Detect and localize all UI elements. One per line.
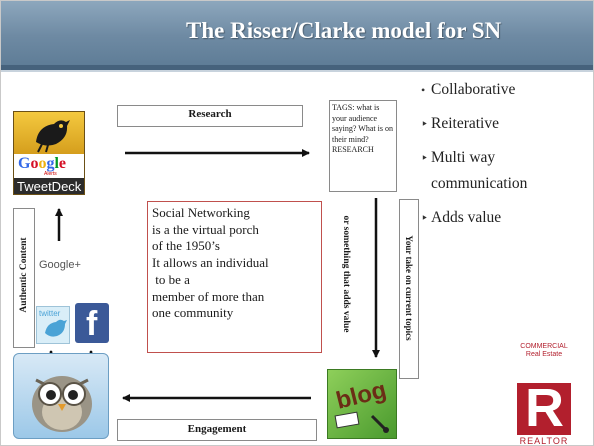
bullet-item: ‣Reiterative bbox=[421, 115, 499, 132]
research-box bbox=[117, 105, 303, 127]
google-logo-text: Google bbox=[18, 155, 67, 172]
blog-icon: blog bbox=[327, 369, 397, 439]
title-bar bbox=[1, 1, 593, 65]
slide-title: The Risser/Clarke model for SN bbox=[186, 18, 502, 43]
facebook-icon: f bbox=[75, 303, 109, 343]
research-label: Research bbox=[188, 108, 232, 120]
tweetdeck-text: TweetDeck bbox=[17, 179, 82, 194]
bullet-item: ‣Multi way bbox=[421, 149, 496, 166]
current-topics-box bbox=[399, 199, 419, 379]
engagement-box bbox=[117, 419, 317, 441]
realtor-text: REALTOR bbox=[519, 436, 569, 446]
tweetdeck-bird-icon bbox=[14, 112, 84, 154]
bullet-item: •Collaborative bbox=[421, 81, 516, 98]
commercial-text: COMMERCIAL bbox=[520, 343, 568, 350]
bullet-item: ‣Adds value bbox=[421, 209, 502, 226]
title-divider bbox=[1, 65, 593, 70]
adds-value-vertical-label: or something that adds value bbox=[341, 215, 351, 333]
twitter-bird-icon: twitter bbox=[36, 306, 70, 344]
engagement-label: Engagement bbox=[187, 423, 247, 435]
real-estate-text: Real Estate bbox=[525, 351, 563, 358]
tags-box bbox=[329, 100, 397, 192]
authentic-content-label: Authentic Content bbox=[19, 237, 29, 313]
current-topics-label: Your take on current topics bbox=[404, 235, 414, 341]
google-plus-icon: Google+ bbox=[39, 259, 81, 271]
tweetdeck-logo: Google Alerts TweetDeck bbox=[13, 111, 85, 195]
title-divider-light bbox=[1, 70, 593, 72]
realtor-r-icon bbox=[517, 383, 571, 435]
google-alerts-text: Alerts bbox=[44, 171, 57, 177]
social-networking-box bbox=[147, 201, 322, 353]
twitter-text: twitter bbox=[39, 309, 61, 318]
realtor-r-letter: R bbox=[525, 378, 564, 438]
authentic-content-box bbox=[13, 208, 35, 348]
hootsuite-owl-icon bbox=[13, 353, 109, 439]
social-networking-text: Social Networking is a the virtual porch… bbox=[152, 205, 269, 321]
realtor-logo: COMMERCIAL Real Estate R REALTOR bbox=[513, 343, 575, 446]
tags-text: TAGS: what is your audience saying? What… bbox=[332, 103, 393, 154]
bullet-item-continuation: communication bbox=[431, 175, 528, 192]
